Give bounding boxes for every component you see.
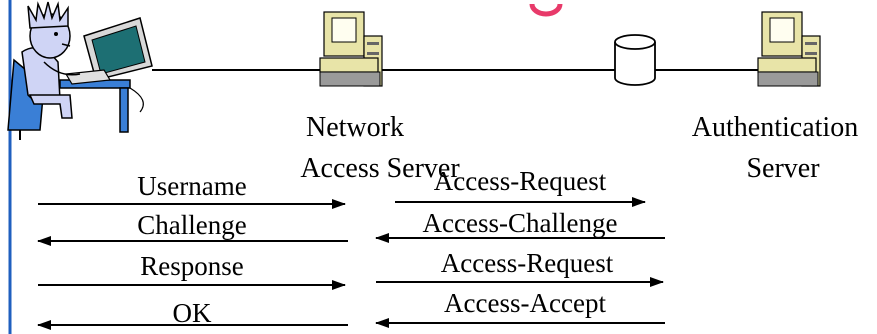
- nas-server-icon: [319, 11, 383, 87]
- nas-label-line1: Network: [306, 112, 404, 143]
- msg-ok-label: OK: [173, 298, 212, 328]
- msg-access-challenge-label: Access-Challenge: [423, 208, 618, 238]
- msg-response-label: Response: [140, 251, 244, 281]
- msg-access-request-1-label: Access-Request: [434, 166, 607, 196]
- auth-server-icon: [757, 11, 821, 87]
- msg-username-label: Username: [137, 171, 246, 201]
- database-cylinder-icon: [614, 34, 656, 86]
- msg-access-accept-label: Access-Accept: [444, 288, 606, 318]
- auth-label-line2: Server: [746, 153, 820, 184]
- user-at-computer-icon: [7, 1, 153, 140]
- accent-arc: [529, 3, 563, 17]
- msg-access-request-2-label: Access-Request: [441, 248, 614, 278]
- auth-label-line1: Authentication: [692, 112, 858, 143]
- nas-label-line2: Access Server: [300, 153, 460, 184]
- msg-challenge-label: Challenge: [137, 210, 246, 240]
